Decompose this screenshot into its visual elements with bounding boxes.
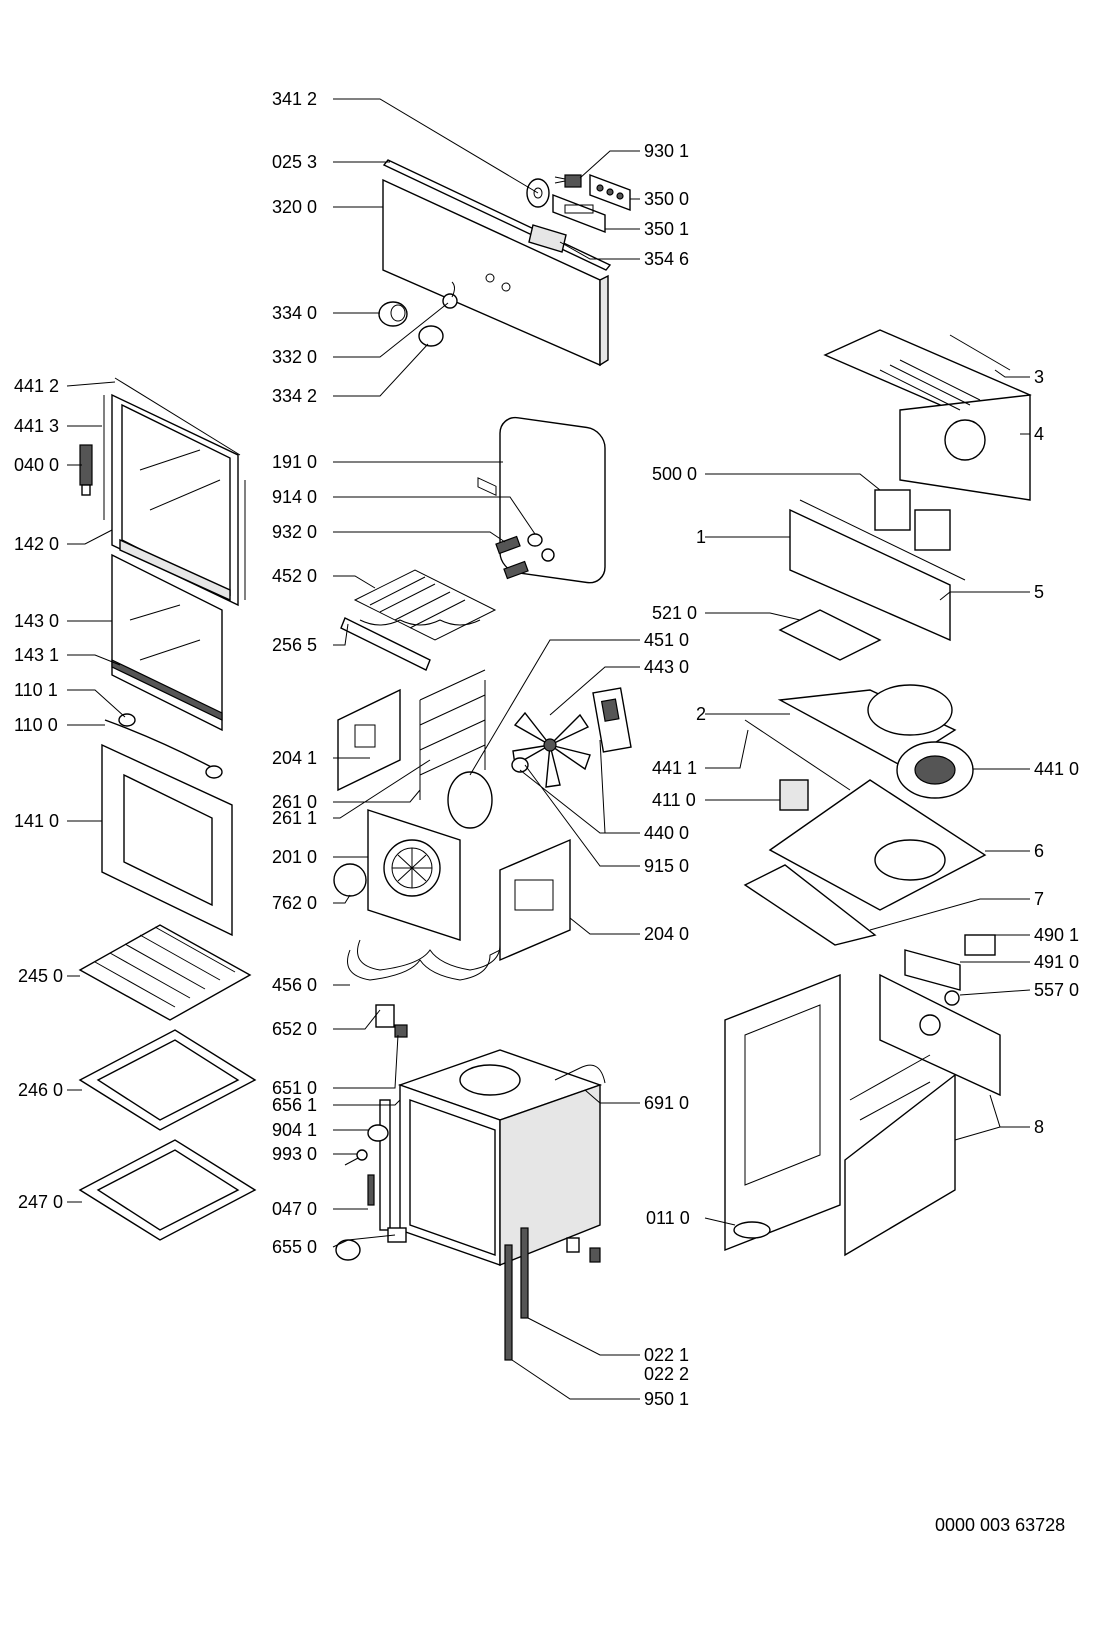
- part-label: 950 1: [644, 1389, 689, 1409]
- right-housing-assembly: [724, 329, 1032, 1257]
- part-label: 261 0: [272, 792, 317, 812]
- part-label: 557 0: [1034, 980, 1079, 1000]
- part-label: 341 2: [272, 89, 317, 109]
- part-label: 5: [1034, 582, 1044, 602]
- part-label: 350 1: [644, 219, 689, 239]
- part-label: 914 0: [272, 487, 317, 507]
- part-label: 201 0: [272, 847, 317, 867]
- part-label: 110 0: [14, 715, 58, 735]
- part-label: 651 0: [272, 1078, 317, 1098]
- part-number-labels: 341 2 025 3 320 0 930 1 350 0 350 1 354 …: [14, 89, 1079, 1409]
- control-panel-assembly: [378, 159, 631, 497]
- oven-cavity-assembly: [335, 1004, 606, 1361]
- part-label: 3: [1034, 367, 1044, 387]
- part-label: 143 1: [14, 645, 59, 665]
- part-label: 1: [696, 527, 706, 547]
- part-label: 762 0: [272, 893, 317, 913]
- part-label: 261 1: [272, 808, 317, 828]
- part-label: 141 0: [14, 811, 59, 831]
- part-label: 915 0: [644, 856, 689, 876]
- part-label: 441 2: [14, 376, 59, 396]
- part-label: 256 5: [272, 635, 317, 655]
- part-label: 656 1: [272, 1095, 317, 1115]
- part-label: 500 0: [652, 464, 697, 484]
- part-label: 4: [1034, 424, 1044, 444]
- part-label: 441 1: [652, 758, 697, 778]
- part-label: 441 0: [1034, 759, 1079, 779]
- part-label: 143 0: [14, 611, 59, 631]
- part-label: 451 0: [644, 630, 689, 650]
- part-label: 025 3: [272, 152, 317, 172]
- part-label: 204 0: [644, 924, 689, 944]
- diagram-code: 0000 003 63728: [935, 1515, 1066, 1535]
- part-label: 456 0: [272, 975, 317, 995]
- part-label: 204 1: [272, 748, 317, 768]
- part-label: 245 0: [18, 966, 63, 986]
- part-label: 320 0: [272, 197, 317, 217]
- part-label: 011 0: [646, 1208, 690, 1228]
- part-label: 491 0: [1034, 952, 1079, 972]
- part-label: 930 1: [644, 141, 689, 161]
- part-label: 246 0: [18, 1080, 63, 1100]
- part-label: 904 1: [272, 1120, 317, 1140]
- part-label: 521 0: [652, 603, 697, 623]
- part-label: 040 0: [14, 455, 59, 475]
- part-label: 191 0: [272, 452, 317, 472]
- part-label: 8: [1034, 1117, 1044, 1137]
- part-label: 440 0: [644, 823, 689, 843]
- part-label: 022 1: [644, 1345, 689, 1365]
- leader-lines: [66, 98, 1031, 1400]
- part-label: 110 1: [14, 680, 58, 700]
- oven-internals: [333, 416, 632, 981]
- part-label: 047 0: [272, 1199, 317, 1219]
- part-label: 7: [1034, 889, 1044, 909]
- part-label: 441 3: [14, 416, 59, 436]
- part-label: 655 0: [272, 1237, 317, 1257]
- part-label: 6: [1034, 841, 1044, 861]
- part-label: 350 0: [644, 189, 689, 209]
- part-label: 652 0: [272, 1019, 317, 1039]
- part-label: 334 0: [272, 303, 317, 323]
- part-label: 452 0: [272, 566, 317, 586]
- racks-and-trays: [78, 924, 257, 1241]
- part-label: 247 0: [18, 1192, 63, 1212]
- part-label: 2: [696, 704, 706, 724]
- door-assembly: [79, 377, 246, 937]
- part-label: 443 0: [644, 657, 689, 677]
- part-label: 022 2: [644, 1364, 689, 1384]
- part-label: 993 0: [272, 1144, 317, 1164]
- part-label: 354 6: [644, 249, 689, 269]
- part-label: 691 0: [644, 1093, 689, 1113]
- part-label: 142 0: [14, 534, 59, 554]
- part-label: 411 0: [652, 790, 696, 810]
- part-label: 490 1: [1034, 925, 1079, 945]
- part-label: 332 0: [272, 347, 317, 367]
- part-label: 932 0: [272, 522, 317, 542]
- part-label: 334 2: [272, 386, 317, 406]
